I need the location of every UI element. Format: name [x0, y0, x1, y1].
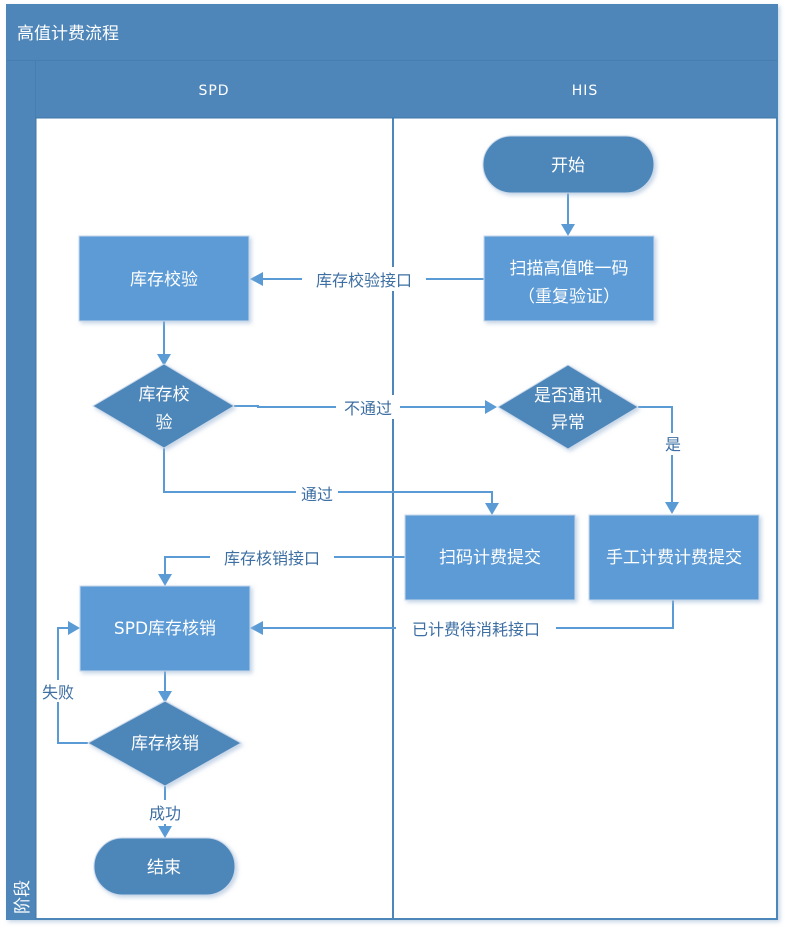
- diagram-title: 高值计费流程: [17, 24, 119, 44]
- node-scan-unique-code: 扫描高值唯一码 （重复验证）: [483, 235, 655, 322]
- edge-scan-to-stock-check: 库存校验接口: [250, 267, 484, 291]
- arrowhead: [485, 503, 499, 515]
- node-label-line2: 异常: [551, 413, 585, 433]
- node-label-line1: 库存校: [139, 385, 190, 405]
- arrowhead: [158, 691, 172, 703]
- arrowhead: [561, 224, 575, 236]
- decision-shape: [92, 363, 235, 449]
- node-label: 库存校验: [130, 270, 198, 290]
- arrowhead: [665, 502, 679, 514]
- pool-frame: 高值计费流程 阶段 SPD HIS: [6, 4, 778, 920]
- process-shape: [78, 235, 250, 322]
- node-stock-check: 库存校验: [78, 235, 250, 322]
- arrowhead: [250, 621, 263, 635]
- edge-label-fail: 不通过: [344, 399, 392, 418]
- edge-decision-to-comm-error: 不通过: [234, 395, 497, 419]
- arrowhead: [68, 621, 80, 635]
- edge-writeoff-to-decision: [158, 670, 172, 703]
- node-manual-billing-submit: 手工计费计费提交: [588, 514, 760, 601]
- edge-label-stock-check-api: 库存校验接口: [316, 271, 412, 290]
- lane-header-spd: SPD: [198, 83, 229, 99]
- node-spd-writeoff: SPD库存核销: [79, 585, 251, 672]
- node-scan-billing-submit: 扫码计费提交: [404, 514, 576, 601]
- decision-shape: [86, 700, 243, 787]
- arrowhead: [250, 272, 263, 286]
- edge-decision-to-writeoff-retry: 失败: [38, 621, 88, 744]
- edges: 库存校验接口 不通过 通过 是: [38, 193, 682, 838]
- edge-scan-billing-to-writeoff: 库存核销接口: [158, 545, 405, 586]
- decision-shape: [497, 364, 639, 450]
- edge-decision-to-end: 成功: [142, 785, 188, 838]
- node-label: 库存核销: [131, 734, 199, 754]
- phase-label: 阶段: [13, 880, 33, 914]
- title-bar: [7, 5, 777, 61]
- nodes: 开始 扫描高值唯一码 （重复验证） 库存校验 库存校 验 是否通讯 异常 扫码计…: [78, 135, 760, 896]
- node-label: 结束: [147, 858, 181, 878]
- arrowhead: [157, 354, 171, 366]
- process-shape: [588, 514, 760, 601]
- process-shape: [79, 585, 251, 672]
- node-label-line1: 是否通讯: [534, 386, 602, 406]
- edge-manual-to-writeoff: 已计费待消耗接口: [250, 600, 674, 640]
- node-label: 手工计费计费提交: [606, 548, 742, 568]
- edge-label-success: 成功: [149, 804, 181, 823]
- edge-comm-error-to-manual: 是: [638, 406, 682, 514]
- process-shape: [483, 235, 655, 322]
- node-end: 结束: [93, 837, 236, 896]
- edge-decision-to-scan-billing: 通过: [163, 447, 499, 515]
- terminator-shape: [482, 135, 655, 194]
- node-label: 开始: [551, 156, 585, 176]
- node-label-line1: 扫描高值唯一码: [510, 259, 629, 279]
- node-label: SPD库存核销: [114, 619, 216, 639]
- node-label: 扫码计费提交: [439, 548, 541, 568]
- node-label-line2: （重复验证）: [518, 287, 620, 307]
- node-start: 开始: [482, 135, 655, 194]
- edge-stock-check-to-decision: [157, 321, 171, 366]
- process-shape: [404, 514, 576, 601]
- edge-label-yes: 是: [665, 435, 681, 454]
- edge-label-failure: 失败: [42, 683, 74, 702]
- edge-label-pass: 通过: [301, 485, 333, 504]
- edge-label-billed-pending-api: 已计费待消耗接口: [412, 620, 540, 639]
- node-writeoff-decision: 库存核销: [86, 700, 243, 787]
- arrowhead: [158, 574, 172, 586]
- node-label-line2: 验: [156, 413, 173, 433]
- lane-header-bar: [36, 61, 777, 118]
- edge-start-to-scan: [561, 193, 575, 236]
- phase-strip: [7, 61, 36, 919]
- arrowhead: [485, 400, 497, 414]
- terminator-shape: [93, 837, 236, 896]
- node-stock-check-decision: 库存校 验: [92, 363, 235, 449]
- lane-header-his: HIS: [572, 83, 599, 99]
- node-comm-error-decision: 是否通讯 异常: [497, 364, 639, 450]
- arrowhead: [158, 826, 172, 838]
- edge-label-writeoff-api: 库存核销接口: [224, 549, 320, 568]
